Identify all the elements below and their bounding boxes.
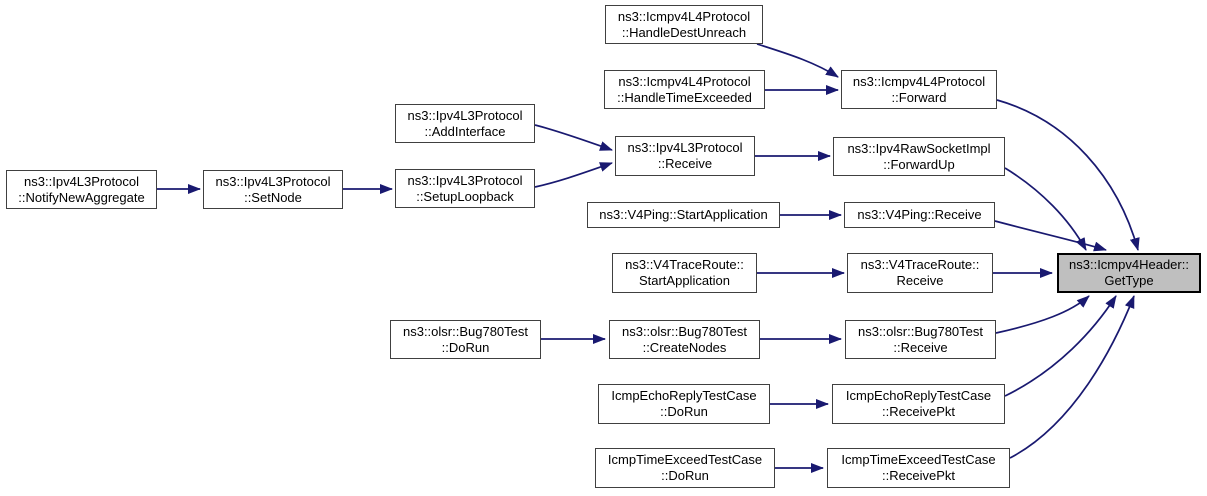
node-ipv4rawsocketimpl-forwardup[interactable]: ns3::Ipv4RawSocketImpl::ForwardUp	[833, 137, 1005, 176]
node-label-line: ns3::Ipv4RawSocketImpl	[847, 140, 991, 156]
node-label-line: ns3::V4TraceRoute::	[860, 257, 980, 272]
node-olsr-bug780test-receive[interactable]: ns3::olsr::Bug780Test::Receive	[845, 320, 996, 359]
edge-icmpv4l4protocol-handledestunreach-to-icmpv4l4protocol-forward	[756, 43, 839, 78]
node-ipv4l3protocol-setuploopback[interactable]: ns3::Ipv4L3Protocol::SetupLoopback	[395, 169, 535, 208]
node-label-line: ns3::olsr::Bug780Test	[402, 323, 529, 339]
node-icmptimeexceedtestcase-receivepkt[interactable]: IcmpTimeExceedTestCase::ReceivePkt	[827, 448, 1010, 488]
node-ipv4l3protocol-notifynewaggregate[interactable]: ns3::Ipv4L3Protocol::NotifyNewAggregate	[6, 170, 157, 209]
edge-icmpv4l4protocol-forward-to-icmpv4header-gettype	[996, 99, 1140, 251]
edge-ipv4rawsocketimpl-forwardup-to-icmpv4header-gettype	[1004, 167, 1087, 251]
edge-ipv4l3protocol-setuploopback-to-ipv4l3protocol-receive	[534, 162, 613, 188]
node-label-line: ns3::V4TraceRoute::	[625, 257, 744, 272]
node-icmptimeexceedtestcase-dorun[interactable]: IcmpTimeExceedTestCase::DoRun	[595, 448, 775, 488]
node-icmpv4l4protocol-forward[interactable]: ns3::Icmpv4L4Protocol::Forward	[841, 70, 997, 109]
node-label-line: ns3::Icmpv4L4Protocol	[852, 73, 986, 89]
node-icmpv4l4protocol-handledestunreach[interactable]: ns3::Icmpv4L4Protocol::HandleDestUnreach	[605, 5, 763, 44]
node-label-line: GetType	[1104, 273, 1154, 288]
edge-v4ping-receive-to-icmpv4header-gettype	[994, 220, 1107, 252]
node-label-line: ns3::V4Ping::StartApplication	[599, 207, 768, 222]
node-label-line: ::SetupLoopback	[416, 188, 514, 204]
edge-olsr-bug780test-receive-to-icmpv4header-gettype	[995, 295, 1090, 334]
node-olsr-bug780test-createnodes[interactable]: ns3::olsr::Bug780Test::CreateNodes	[609, 320, 760, 359]
node-label-line: IcmpTimeExceedTestCase	[607, 452, 763, 467]
node-label-line: ::CreateNodes	[642, 339, 727, 355]
node-v4ping-startapplication[interactable]: ns3::V4Ping::StartApplication	[587, 202, 780, 228]
node-label-line: ns3::Icmpv4Header::	[1069, 257, 1189, 272]
node-label-line: ::Forward	[891, 89, 947, 105]
node-label-line: ::ReceivePkt	[882, 468, 955, 483]
node-label-line: ns3::Icmpv4L4Protocol	[617, 8, 751, 24]
node-label-line: ::DoRun	[660, 404, 708, 419]
node-label-line: ::SetNode	[244, 189, 302, 205]
edge-ipv4l3protocol-addinterface-to-ipv4l3protocol-receive	[534, 124, 613, 151]
node-label-line: StartApplication	[638, 273, 731, 288]
node-icmpv4l4protocol-handletimeexceeded[interactable]: ns3::Icmpv4L4Protocol::HandleTimeExceede…	[604, 70, 765, 109]
node-icmpechoreplytestcase-receivepkt[interactable]: IcmpEchoReplyTestCase::ReceivePkt	[832, 384, 1005, 424]
node-ipv4l3protocol-addinterface[interactable]: ns3::Ipv4L3Protocol::AddInterface	[395, 104, 535, 143]
node-label-line: ns3::olsr::Bug780Test	[857, 323, 984, 339]
node-label-line: ::Receive	[893, 339, 948, 355]
node-label-line: ns3::olsr::Bug780Test	[621, 323, 748, 339]
node-label-line: ns3::Ipv4L3Protocol	[407, 107, 523, 123]
node-label-line: ::DoRun	[441, 339, 490, 355]
node-ipv4l3protocol-receive[interactable]: ns3::Ipv4L3Protocol::Receive	[615, 136, 755, 176]
node-label-line: ::HandleTimeExceeded	[617, 89, 752, 105]
node-label-line: ns3::V4Ping::Receive	[857, 207, 982, 222]
node-label-line: ns3::Ipv4L3Protocol	[627, 140, 743, 155]
node-icmpechoreplytestcase-dorun[interactable]: IcmpEchoReplyTestCase::DoRun	[598, 384, 770, 424]
node-v4traceroute-startapplication[interactable]: ns3::V4TraceRoute::StartApplication	[612, 253, 757, 293]
node-v4ping-receive[interactable]: ns3::V4Ping::Receive	[844, 202, 995, 228]
node-label-line: ::ReceivePkt	[882, 404, 955, 419]
node-label-line: ::AddInterface	[424, 123, 506, 139]
node-label-line: ::Receive	[657, 156, 713, 171]
node-ipv4l3protocol-setnode[interactable]: ns3::Ipv4L3Protocol::SetNode	[203, 170, 343, 209]
node-label-line: ::DoRun	[661, 468, 709, 483]
node-label-line: ns3::Ipv4L3Protocol	[407, 172, 523, 188]
node-label-line: ns3::Ipv4L3Protocol	[24, 173, 139, 189]
node-label-line: Receive	[896, 273, 944, 288]
edge-icmpechoreplytestcase-receivepkt-to-icmpv4header-gettype	[1004, 295, 1117, 397]
node-label-line: ns3::Icmpv4L4Protocol	[618, 73, 751, 89]
node-icmpv4header-gettype: ns3::Icmpv4Header::GetType	[1057, 253, 1201, 293]
node-label-line: IcmpEchoReplyTestCase	[611, 388, 757, 403]
node-label-line: ::ForwardUp	[883, 156, 955, 172]
edge-icmptimeexceedtestcase-receivepkt-to-icmpv4header-gettype	[1009, 295, 1135, 459]
node-label-line: ::NotifyNewAggregate	[18, 189, 145, 205]
node-olsr-bug780test-dorun[interactable]: ns3::olsr::Bug780Test::DoRun	[390, 320, 541, 359]
node-label-line: IcmpEchoReplyTestCase	[845, 388, 992, 403]
node-v4traceroute-receive[interactable]: ns3::V4TraceRoute::Receive	[847, 253, 993, 293]
node-label-line: IcmpTimeExceedTestCase	[841, 452, 996, 467]
node-label-line: ::HandleDestUnreach	[621, 24, 747, 40]
node-label-line: ns3::Ipv4L3Protocol	[215, 173, 331, 189]
